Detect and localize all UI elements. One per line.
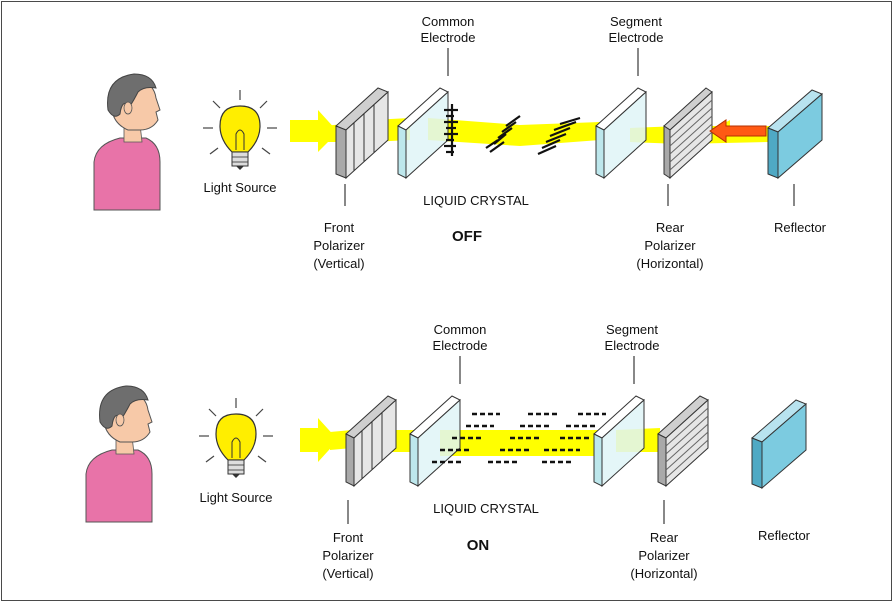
incoming-light-arrow — [290, 110, 338, 152]
segment-electrode-label-line1: Segment — [606, 322, 658, 337]
liquid-crystal-label: LIQUID CRYSTAL — [423, 193, 529, 208]
segment-electrode-glass — [595, 87, 647, 180]
front-polarizer-label-line3: (Vertical) — [322, 566, 373, 581]
reflector-label: Reflector — [774, 220, 827, 235]
front-polarizer — [335, 87, 389, 180]
rear-polarizer — [657, 395, 709, 488]
segment-electrode-label-line2: Electrode — [609, 30, 664, 45]
rear-polarizer — [663, 87, 713, 180]
front-polarizer-label-line1: Front — [324, 220, 355, 235]
common-electrode-label-line2: Electrode — [421, 30, 476, 45]
segment-electrode-label-line2: Electrode — [605, 338, 660, 353]
rear-polarizer-label-line3: (Horizontal) — [630, 566, 697, 581]
rear-polarizer-label-line1: Rear — [650, 530, 679, 545]
rear-polarizer-label-line2: Polarizer — [638, 548, 690, 563]
reflector — [767, 89, 823, 180]
rear-polarizer-label-line2: Polarizer — [644, 238, 696, 253]
common-electrode-label-line1: Common — [422, 14, 475, 29]
twisted-liquid-crystal-molecules — [444, 104, 581, 156]
front-polarizer-label-line1: Front — [333, 530, 364, 545]
light-beam-off — [428, 118, 600, 146]
light-bulb-icon — [202, 89, 278, 171]
reflected-light-arrow — [709, 119, 767, 143]
viewer-person-icon — [85, 385, 153, 523]
panel-off: Light Source — [93, 14, 827, 271]
viewer-person-icon — [93, 73, 161, 211]
aligned-liquid-crystal-molecules — [432, 412, 606, 464]
light-beam-on — [440, 430, 600, 456]
front-polarizer-label-line2: Polarizer — [313, 238, 365, 253]
liquid-crystal-label: LIQUID CRYSTAL — [433, 501, 539, 516]
reflector-label: Reflector — [758, 528, 811, 543]
front-polarizer-label-line3: (Vertical) — [313, 256, 364, 271]
panel-on: Light Source — [85, 322, 811, 581]
common-electrode-glass — [409, 395, 461, 488]
front-polarizer — [345, 395, 397, 488]
common-electrode-label-line1: Common — [434, 322, 487, 337]
segment-electrode-glass — [593, 395, 645, 488]
rear-polarizer-label-line3: (Horizontal) — [636, 256, 703, 271]
front-polarizer-label-line2: Polarizer — [322, 548, 374, 563]
segment-electrode-label-line1: Segment — [610, 14, 662, 29]
state-label-on: ON — [467, 537, 490, 554]
light-source-label: Light Source — [204, 180, 277, 195]
light-bulb-icon — [198, 397, 274, 479]
reflector — [751, 399, 807, 490]
light-source-label: Light Source — [200, 490, 273, 505]
rear-polarizer-label-line1: Rear — [656, 220, 685, 235]
state-label-off: OFF — [452, 228, 482, 245]
incoming-light-arrow — [300, 418, 338, 462]
common-electrode-label-line2: Electrode — [433, 338, 488, 353]
common-electrode-glass — [397, 87, 449, 180]
